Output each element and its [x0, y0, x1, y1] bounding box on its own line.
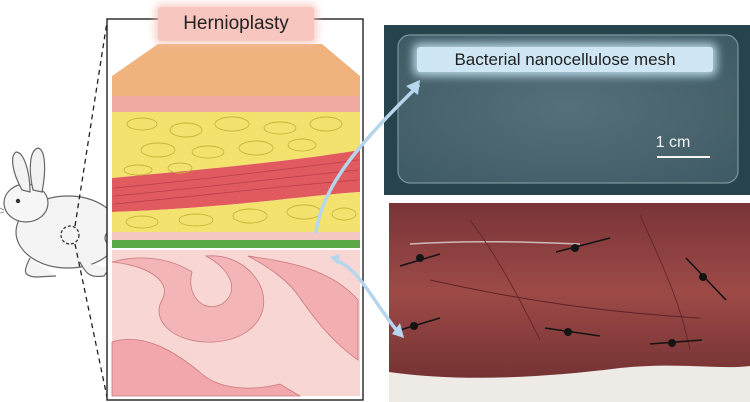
fat-cell-texture [123, 116, 357, 229]
abdominal-wall-cross-section [107, 19, 363, 400]
skin-layer [112, 44, 360, 98]
arrowhead-tail [330, 254, 340, 265]
arrow-to-implant-photo [334, 258, 400, 334]
zoom-line-bottom [74, 243, 108, 398]
incision-site-marker [60, 225, 80, 245]
arrow-to-mesh-photo [314, 84, 420, 234]
sutures [399, 237, 727, 347]
muscle-fibres [113, 159, 359, 205]
mesh-label: Bacterial nanocellulose mesh [417, 47, 713, 72]
scale-bar-label: 1 cm [655, 134, 691, 151]
implanted-mesh-photo [389, 203, 750, 402]
intestine-folds [111, 255, 359, 397]
arrowhead-mesh [406, 80, 420, 95]
arrowhead-implant [392, 323, 404, 338]
dermis-layer [112, 96, 360, 112]
rabbit-illustration [0, 147, 121, 278]
peritoneum-layer [112, 232, 360, 240]
zoom-line-top [74, 21, 108, 227]
muscle-layer [112, 150, 360, 212]
procedure-title: Hernioplasty [158, 7, 314, 41]
fat-layer-upper [112, 112, 360, 178]
mesh-layer [112, 240, 360, 248]
arrows [314, 84, 420, 334]
